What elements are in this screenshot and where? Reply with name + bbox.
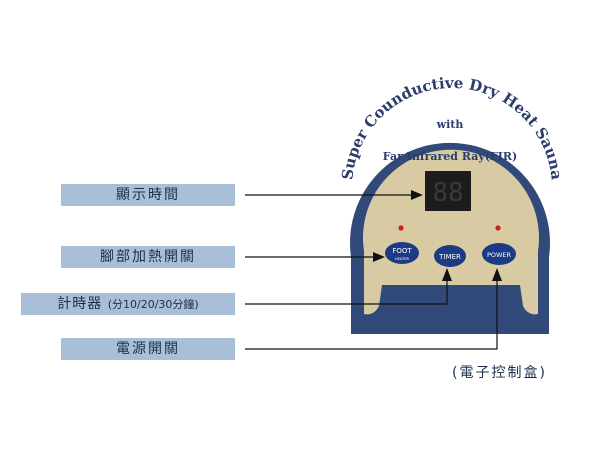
label-power-switch: 電源開關 — [61, 338, 235, 360]
timer-button-label: TIMER — [438, 253, 461, 261]
callout-arrow-foot — [245, 252, 385, 262]
callout-arrow-display — [245, 190, 423, 200]
power-indicator-light — [495, 225, 501, 231]
power-button[interactable]: POWER — [482, 243, 516, 265]
callout-arrow-power — [245, 268, 502, 350]
time-display-screen — [425, 171, 471, 211]
foot-button-label: FOOT — [392, 247, 412, 255]
label-foot-heater-switch: 腳部加熱開關 — [61, 246, 235, 268]
device-subtitle: Far Infrared Ray(FIR) — [383, 150, 518, 163]
time-display-digits: 88 — [432, 178, 463, 208]
label-timer-main: 計時器 — [57, 296, 103, 312]
foot-heater-button[interactable]: FOOT HEATER — [385, 242, 419, 264]
label-timer: 計時器 (分10/20/30分鐘) — [21, 293, 235, 315]
label-display-time: 顯示時間 — [61, 184, 235, 206]
label-timer-note: (分10/20/30分鐘) — [107, 298, 199, 311]
callout-arrow-timer — [245, 268, 452, 305]
foot-indicator-light — [398, 225, 404, 231]
device-with: with — [436, 118, 464, 131]
power-button-label: POWER — [487, 251, 512, 259]
timer-button[interactable]: TIMER — [434, 245, 466, 267]
control-box-caption: (電子控制盒) — [452, 365, 547, 381]
control-box-panel — [363, 149, 539, 315]
foot-button-sublabel: HEATER — [395, 257, 410, 261]
